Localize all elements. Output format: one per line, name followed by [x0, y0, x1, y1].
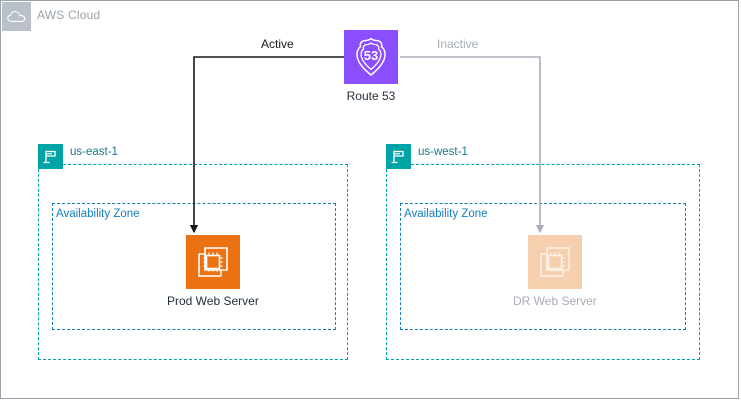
region-flag-icon — [386, 144, 411, 169]
node-prod-web-server[interactable]: Prod Web Server — [167, 235, 259, 308]
region-flag-icon — [38, 144, 63, 169]
edge-label-inactive: Inactive — [437, 37, 478, 51]
ec2-instance-icon — [528, 235, 582, 289]
node-label-route-53: Route 53 — [347, 89, 396, 103]
region-label-us-west-1: us-west-1 — [418, 146, 468, 158]
node-label-prod-web-server: Prod Web Server — [167, 294, 259, 308]
region-label-us-east-1: us-east-1 — [70, 146, 118, 158]
route53-shield-icon: 53 — [344, 30, 398, 84]
ec2-instance-icon — [186, 235, 240, 289]
svg-text:53: 53 — [364, 48, 378, 63]
node-dr-web-server[interactable]: DR Web Server — [513, 235, 597, 308]
node-route-53[interactable]: 53 Route 53 — [344, 30, 398, 103]
cloud-icon — [2, 2, 31, 31]
availability-zone-label: Availability Zone — [404, 208, 488, 220]
aws-cloud-label: AWS Cloud — [37, 8, 100, 22]
node-label-dr-web-server: DR Web Server — [513, 294, 597, 308]
availability-zone-label: Availability Zone — [56, 208, 140, 220]
edge-label-active: Active — [261, 37, 294, 51]
